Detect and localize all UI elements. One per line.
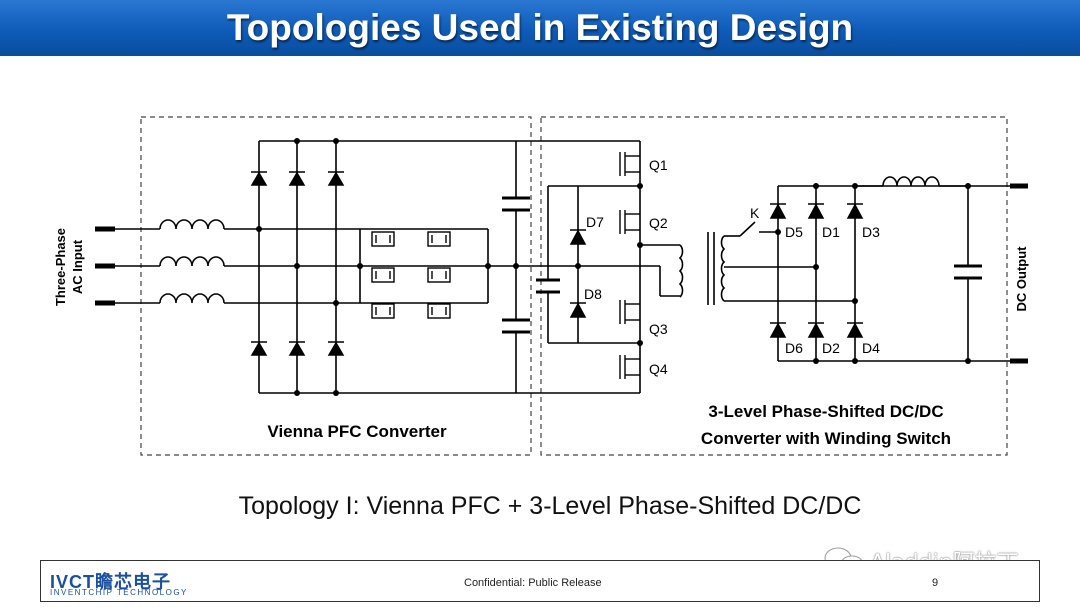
label-k: K <box>750 205 760 221</box>
label-d8: D8 <box>584 286 602 302</box>
label-d1: D1 <box>822 224 840 240</box>
output-label: DC Output <box>1014 246 1029 312</box>
input-label-line2: AC Input <box>70 239 85 294</box>
label-q1: Q1 <box>649 157 668 173</box>
block-right-label-line2: Converter with Winding Switch <box>701 429 951 448</box>
label-q4: Q4 <box>649 361 668 377</box>
footer <box>40 560 1040 602</box>
label-d6: D6 <box>785 340 803 356</box>
vienna-pfc-box <box>140 116 532 456</box>
block-left-label: Vienna PFC Converter <box>267 422 447 441</box>
title-bar <box>0 0 1080 56</box>
slide-title: Topologies Used in Existing Design <box>226 7 854 48</box>
block-right-label-line1: 3-Level Phase-Shifted DC/DC <box>708 402 943 421</box>
circuit-diagram: Q1 Q2 Q3 Q4 D7 D8 K D5 D1 D3 D6 D2 D4 Th… <box>53 116 1029 456</box>
label-q2: Q2 <box>649 215 668 231</box>
label-d7: D7 <box>586 214 604 230</box>
label-d5: D5 <box>785 224 803 240</box>
label-d4: D4 <box>862 340 880 356</box>
confidential-notice: Confidential: Public Release <box>464 577 602 589</box>
input-label-line1: Three-Phase <box>53 228 68 306</box>
company-logo-subtitle: INVENTCHIP TECHNOLOGY <box>50 588 188 597</box>
label-q3: Q3 <box>649 321 668 337</box>
label-d2: D2 <box>822 340 840 356</box>
dcdc-box <box>540 116 1008 456</box>
company-logo: IVCT瞻芯电子 <box>50 572 172 592</box>
page-number: 9 <box>932 577 939 589</box>
slide-caption: Topology I: Vienna PFC + 3-Level Phase-S… <box>238 492 862 520</box>
label-d3: D3 <box>862 224 880 240</box>
